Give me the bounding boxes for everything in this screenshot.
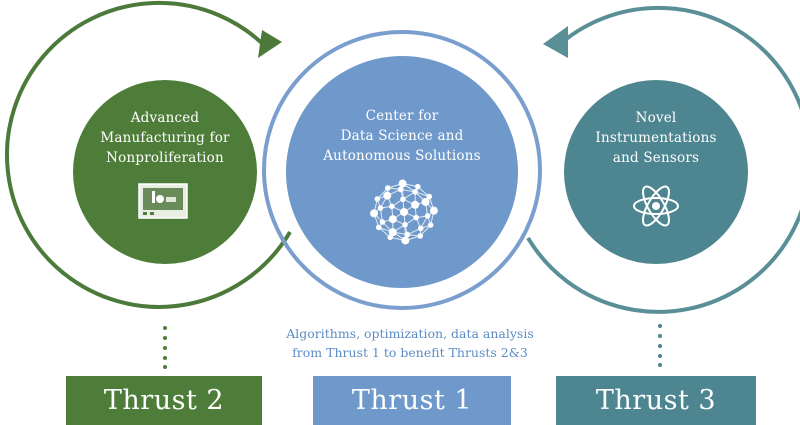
caption-line-2: from Thrust 1 to benefit Thrusts 2&3 [292, 345, 528, 360]
right-ring-arrowhead [543, 26, 568, 58]
center-circle-line-3: Autonomous Solutions [323, 148, 481, 164]
thrust-1-label: Thrust 1 [351, 385, 473, 416]
right-circle-line-1: Novel [635, 110, 677, 126]
thrust-2-bar [66, 376, 262, 425]
left-dotted-connector [163, 326, 167, 369]
thrust-1-caption: Algorithms, optimization, data analysis … [200, 324, 620, 362]
thrust-1-bar [313, 376, 511, 425]
center-outer-ring [262, 30, 542, 310]
thrust-3-bar [556, 376, 756, 425]
left-circle-label: Advanced Manufacturing for Nonproliferat… [85, 108, 245, 168]
center-circle-label: Center for Data Science and Autonomous S… [312, 106, 492, 166]
thrust-2-label: Thrust 2 [103, 385, 225, 416]
center-circle [286, 56, 518, 288]
right-outer-ring [526, 5, 800, 314]
left-circle-line-1: Advanced [130, 110, 200, 126]
right-circle [564, 80, 748, 264]
right-circle-line-2: Instrumentations [595, 130, 717, 146]
left-circle-line-2: Manufacturing for [100, 130, 230, 146]
left-ring-arrowhead [258, 30, 282, 58]
caption-line-1: Algorithms, optimization, data analysis [286, 326, 534, 341]
center-circle-line-2: Data Science and [340, 128, 464, 144]
left-circle [73, 80, 257, 264]
right-dotted-connector [658, 324, 662, 367]
atom-icon [633, 185, 679, 227]
3d-printer-icon [138, 183, 188, 219]
thrust-3-label: Thrust 3 [595, 385, 717, 416]
right-circle-label: Novel Instrumentations and Sensors [576, 108, 736, 168]
network-globe-icon [370, 179, 438, 245]
left-outer-ring [5, 0, 292, 309]
center-circle-line-1: Center for [365, 108, 439, 124]
left-circle-line-3: Nonproliferation [106, 150, 224, 166]
right-circle-line-3: and Sensors [612, 150, 700, 166]
